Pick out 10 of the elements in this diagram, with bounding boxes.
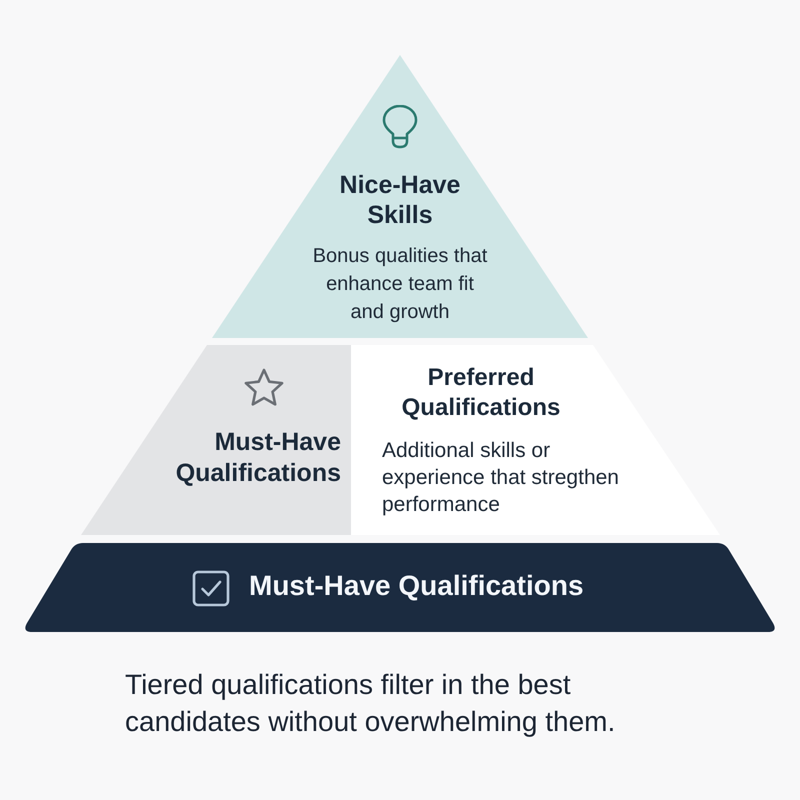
caption-text: Tiered qualifications filter in the best candidates without overwhelming them.	[125, 668, 616, 739]
tier-title: Nice-Have Skills	[338, 170, 462, 230]
pyramid-tier	[81, 345, 351, 535]
tier-title: Must-Have Qualifications	[174, 427, 341, 489]
tier-title: Preferred Qualifications	[400, 363, 562, 423]
tier-description: Additional skills or experience that stregthen performance	[382, 438, 620, 518]
pyramid-tier	[351, 345, 720, 535]
pyramid-tier	[212, 55, 588, 338]
tier-title: Must-Have Qualifications	[249, 570, 584, 602]
tier-description: Bonus qualities that enhance team fit and growth	[312, 244, 488, 325]
